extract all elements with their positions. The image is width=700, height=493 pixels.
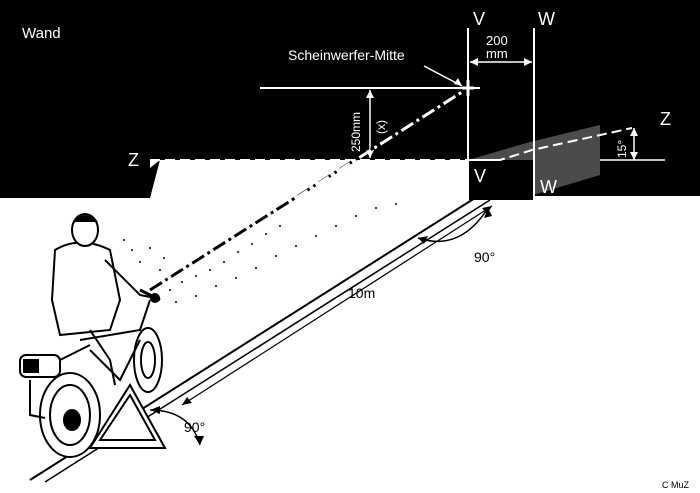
wall-label: Wand (22, 25, 61, 42)
v-top-label: V (473, 9, 485, 29)
wall (0, 0, 700, 198)
angle-15-label: 15° (615, 140, 629, 158)
w-bottom-label: W (540, 177, 557, 197)
dim-10m-line (181, 205, 493, 406)
distance-label: 10m (348, 285, 375, 301)
angle-90-wall-label: 90° (474, 249, 495, 265)
height-var-label: (x) (374, 120, 388, 134)
z-right-label: Z (660, 109, 671, 129)
floor (150, 160, 468, 200)
vw-box (468, 160, 534, 200)
offset-unit-label: mm (486, 46, 508, 61)
beam-spray (123, 203, 397, 303)
v-bottom-label: V (474, 166, 486, 186)
offset-value-label: 200 (486, 33, 508, 48)
angle-90-ground-label: 90° (184, 419, 205, 435)
height-value-label: 250mm (349, 112, 363, 152)
motorcycle-with-rider (19, 213, 167, 458)
copyright-label: C MuZ (662, 480, 690, 490)
w-top-label: W (538, 9, 555, 29)
z-line (150, 127, 633, 161)
headlight-center-label: Scheinwerfer-Mitte (288, 47, 405, 63)
wall-lower-left (0, 150, 150, 198)
arc-90-wall (417, 207, 489, 243)
z-left-label: Z (128, 150, 139, 170)
